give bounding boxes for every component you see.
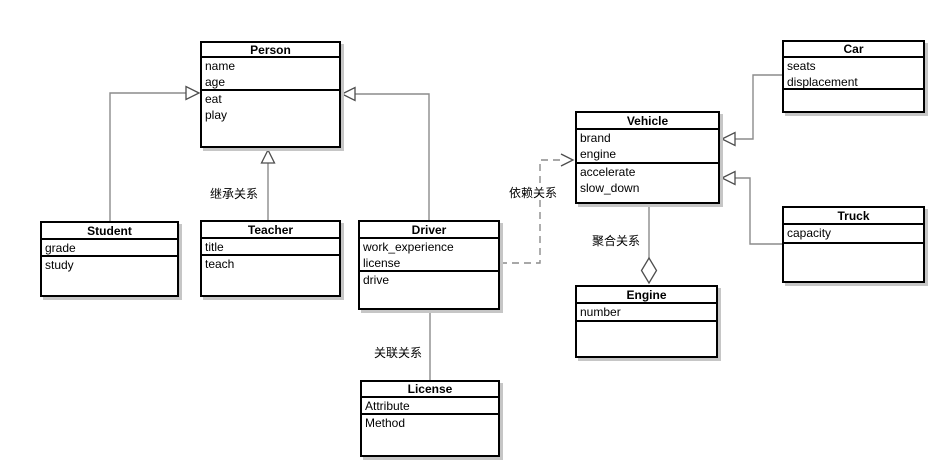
attribute-row: capacity — [787, 226, 832, 240]
class-truck-attributes: capacity — [784, 225, 923, 244]
class-license[interactable]: License Attribute Method — [360, 380, 500, 457]
attribute-row: name — [205, 59, 236, 73]
class-student[interactable]: Student grade study — [40, 221, 179, 297]
class-driver[interactable]: Driver work_experience license drive — [358, 220, 500, 310]
class-driver-title: Driver — [360, 222, 498, 239]
method-row: accelerate — [580, 165, 636, 179]
attribute-row: engine — [580, 147, 617, 161]
attribute-row: Attribute — [365, 399, 410, 413]
class-engine-title: Engine — [577, 287, 716, 304]
class-truck[interactable]: Truck capacity — [782, 206, 925, 283]
class-vehicle-attributes: brand engine — [577, 130, 718, 164]
class-truck-title: Truck — [784, 208, 923, 225]
class-license-methods: Method — [362, 415, 498, 455]
aggregation-diamond-icon — [640, 256, 658, 285]
class-teacher-methods: teach — [202, 256, 339, 295]
class-person-attributes: name age — [202, 58, 339, 91]
class-truck-methods — [784, 244, 923, 281]
inheritance-arrow-icon — [720, 170, 736, 186]
dependency-arrow-icon — [560, 153, 575, 167]
class-teacher-title: Teacher — [202, 222, 339, 239]
edge-label-inheritance: 继承关系 — [209, 187, 260, 201]
attribute-row: seats — [787, 59, 816, 73]
class-car-attributes: seats displacement — [784, 58, 923, 90]
class-vehicle-methods: accelerate slow_down — [577, 164, 718, 202]
class-driver-attributes: work_experience license — [360, 239, 498, 272]
inheritance-arrow-icon — [185, 85, 201, 101]
method-row: play — [205, 108, 228, 122]
inheritance-arrow-icon — [340, 86, 356, 102]
attribute-row: license — [363, 256, 401, 270]
class-person[interactable]: Person name age eat play — [200, 41, 341, 148]
edge-driver-person-inheritance — [340, 86, 430, 220]
class-teacher-attributes: title — [202, 239, 339, 256]
method-row: teach — [205, 257, 235, 271]
attribute-row: age — [205, 75, 226, 89]
class-license-attributes: Attribute — [362, 398, 498, 415]
class-student-attributes: grade — [42, 240, 177, 257]
edge-teacher-person-inheritance — [260, 148, 276, 220]
attribute-row: work_experience — [363, 240, 454, 254]
class-person-methods: eat play — [202, 91, 339, 146]
class-car[interactable]: Car seats displacement — [782, 40, 925, 113]
edge-student-person-inheritance — [109, 85, 201, 221]
method-row: Method — [365, 416, 406, 430]
edge-label-association: 关联关系 — [373, 346, 424, 360]
edge-driver-vehicle-dependency — [500, 153, 575, 264]
class-student-title: Student — [42, 223, 177, 240]
class-vehicle-title: Vehicle — [577, 113, 718, 130]
edge-truck-vehicle-inheritance — [720, 170, 782, 245]
class-student-methods: study — [42, 257, 177, 295]
attribute-row: grade — [45, 241, 76, 255]
class-car-title: Car — [784, 42, 923, 58]
class-engine[interactable]: Engine number — [575, 285, 718, 358]
inheritance-arrow-icon — [720, 131, 736, 147]
edge-car-vehicle-inheritance — [720, 74, 782, 147]
class-person-title: Person — [202, 43, 339, 58]
attribute-row: displacement — [787, 75, 858, 89]
class-driver-methods: drive — [360, 272, 498, 308]
class-teacher[interactable]: Teacher title teach — [200, 220, 341, 297]
class-vehicle[interactable]: Vehicle brand engine accelerate slow_dow… — [575, 111, 720, 204]
method-row: slow_down — [580, 181, 640, 195]
edge-label-aggregation: 聚合关系 — [591, 234, 642, 248]
edge-label-dependency: 依赖关系 — [508, 186, 559, 200]
inheritance-arrow-icon — [260, 148, 276, 164]
attribute-row: brand — [580, 131, 611, 145]
class-engine-methods — [577, 322, 716, 356]
class-car-methods — [784, 90, 923, 111]
method-row: drive — [363, 273, 390, 287]
method-row: study — [45, 258, 74, 272]
attribute-row: title — [205, 240, 224, 254]
method-row: eat — [205, 92, 222, 106]
edge-vehicle-engine-aggregation — [640, 204, 658, 285]
attribute-row: number — [580, 305, 621, 319]
class-license-title: License — [362, 382, 498, 398]
class-engine-attributes: number — [577, 304, 716, 322]
